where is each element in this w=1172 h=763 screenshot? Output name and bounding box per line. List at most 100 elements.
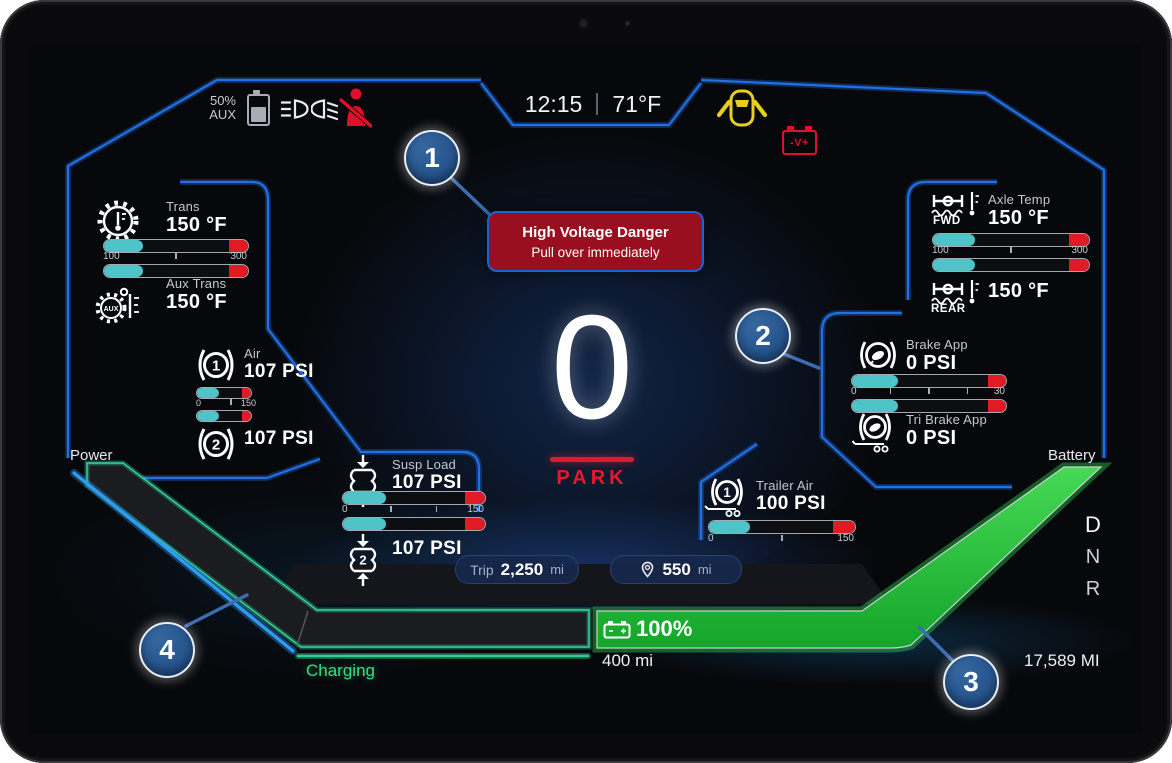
trailer-air-label: Trailer Air — [756, 478, 814, 493]
callout-marker-3: 3 — [943, 654, 999, 710]
susp-scale: 0 150 — [342, 504, 484, 515]
axle-fwd-value: 150 °F — [988, 207, 1049, 229]
trans-value: 150 °F — [166, 214, 227, 236]
axle-rear-icon — [931, 280, 979, 305]
susp-load2-icon: 2 — [349, 534, 377, 586]
high-voltage-alert-banner: High Voltage Danger Pull over immediatel… — [487, 211, 704, 272]
trans-temp-icon — [97, 200, 139, 242]
gear-option-drive: D — [1085, 512, 1101, 537]
clock-time: 12:15 — [524, 90, 583, 117]
alert-title: High Voltage Danger — [522, 223, 669, 241]
scale-max: 150 — [240, 398, 256, 408]
trailer-air-icon: 1 — [704, 478, 743, 518]
battery-section-label: Battery — [1048, 447, 1096, 464]
brake-scale: 0 30 — [851, 386, 1005, 397]
trans-label: Trans — [166, 199, 200, 214]
high-beam-icon — [281, 99, 309, 119]
battery-soc-value: 100% — [636, 616, 693, 641]
susp-load-label: Susp Load — [392, 457, 456, 472]
air-circuit2-number: 2 — [212, 437, 220, 454]
scale-min: 100 — [103, 251, 120, 262]
axle-temp-label: Axle Temp — [988, 192, 1051, 207]
brake-app-label: Brake App — [906, 337, 968, 352]
callout-marker-1: 1 — [404, 130, 460, 186]
trip-odometer-pill[interactable]: Trip 2,250 mi — [455, 555, 579, 584]
callout-3-number: 3 — [963, 666, 979, 697]
trans-temp-bar — [103, 239, 249, 253]
air-bar-2 — [196, 410, 252, 422]
trip-value: 2,250 — [500, 559, 544, 579]
aux-trans-temp-icon: AUX — [95, 287, 139, 324]
gear-option-neutral: N — [1085, 546, 1101, 568]
scale-max: 300 — [1071, 245, 1088, 256]
aux-trans-temp-bar — [103, 264, 249, 278]
scale-min: 0 — [342, 504, 348, 515]
trailer-scale: 0 150 — [708, 533, 854, 544]
trip-unit: mi — [550, 562, 564, 577]
battery-fault-glyph: -V+ — [790, 136, 809, 149]
scale-max: 30 — [993, 386, 1005, 397]
charging-status-label: Charging — [306, 661, 375, 680]
location-pin-icon — [642, 561, 654, 578]
trailer-air-value: 100 PSI — [756, 493, 826, 514]
clock-divider — [596, 93, 599, 115]
alert-subtitle: Pull over immediately — [531, 244, 660, 260]
gear-option-reverse: R — [1085, 578, 1101, 600]
gear-underline — [550, 457, 634, 462]
aux-trans-label: Aux Trans — [166, 276, 227, 291]
trailer-air-bar — [708, 520, 856, 534]
battery-soc-icon — [603, 621, 631, 639]
air-label: Air — [244, 346, 261, 361]
air-value-2: 107 PSI — [244, 428, 314, 449]
brake-app-value: 0 PSI — [906, 352, 957, 374]
aux-soc-label: AUX — [209, 107, 236, 122]
axle-rear-label: REAR — [931, 303, 966, 315]
susp-value-2: 107 PSI — [392, 538, 462, 559]
axle-rear-bar — [932, 258, 1090, 272]
range-value: 550 — [662, 559, 691, 579]
brake-app-icon — [860, 341, 896, 369]
axle-scale: 100 300 — [932, 245, 1088, 256]
susp-bar-1 — [342, 491, 486, 505]
axle-fwd-label: FWD — [933, 215, 961, 227]
scale-min: 0 — [708, 533, 714, 544]
seatbelt-warning-icon — [339, 88, 372, 128]
trailer-circuit-number: 1 — [723, 485, 731, 500]
air-circuit1-number: 1 — [212, 358, 220, 375]
callout-marker-4: 4 — [139, 622, 195, 678]
scale-min: 0 — [851, 386, 857, 397]
aux-battery-icon — [247, 90, 270, 126]
susp-bar-2 — [342, 517, 486, 531]
scale-min: 100 — [932, 245, 949, 256]
brake-app-bar — [851, 374, 1007, 388]
callout-2-number: 2 — [755, 320, 771, 351]
gear-state-label: PARK — [556, 467, 628, 489]
scale-min: 0 — [196, 398, 202, 408]
axle-rear-value: 150 °F — [988, 280, 1049, 302]
speed-value: 0 — [550, 285, 634, 450]
susp-icon2-number: 2 — [359, 553, 366, 568]
susp-value-1: 107 PSI — [392, 472, 462, 493]
air-bar-1 — [196, 387, 252, 399]
outside-temperature: 71°F — [612, 90, 662, 117]
callout-4-number: 4 — [159, 634, 175, 665]
aux-soc-value: 50% — [209, 93, 236, 108]
odometer-value: 17,589 MI — [1024, 651, 1100, 670]
air-scale: 0 150 — [196, 398, 256, 408]
callout-marker-2: 2 — [735, 308, 791, 364]
scale-max: 300 — [230, 251, 247, 262]
sensor-dot-icon — [625, 21, 630, 26]
range-pill[interactable]: 550 mi — [610, 555, 742, 584]
axle-fwd-icon — [931, 192, 979, 217]
air-value-1: 107 PSI — [244, 361, 314, 382]
tri-brake-app-icon — [852, 413, 891, 453]
scale-max: 150 — [837, 533, 854, 544]
air-circuit1-icon: 1 — [198, 349, 234, 381]
axle-fwd-bar — [932, 233, 1090, 247]
scale-max: 150 — [467, 504, 484, 515]
power-section-label: Power — [70, 447, 113, 464]
aux-soc-block: 50% AUX — [200, 94, 236, 122]
range-unit: mi — [697, 562, 712, 577]
tri-brake-bar — [851, 399, 1007, 413]
battery-fault-warning-icon: -V+ — [782, 126, 817, 155]
